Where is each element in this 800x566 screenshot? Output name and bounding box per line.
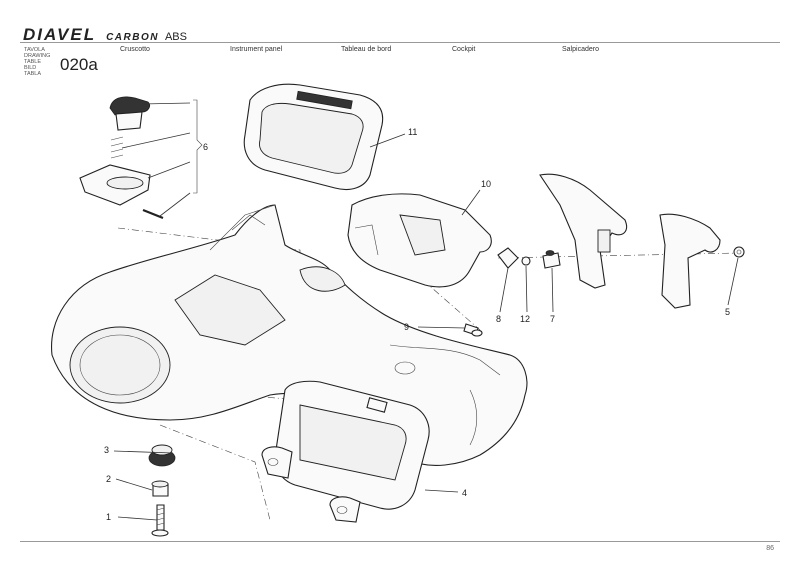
part-4-lower-cover — [261, 380, 430, 523]
callout-1: 1 — [106, 512, 111, 522]
callout-3: 3 — [104, 445, 109, 455]
side-brackets — [539, 173, 745, 309]
table-code: 020a — [60, 55, 98, 74]
table-label: TAVOLA — [24, 47, 45, 53]
callout-12: 12 — [520, 314, 530, 324]
part-11-display-cover — [243, 83, 384, 191]
table-label: TABLA — [24, 71, 42, 77]
header-rule — [20, 42, 780, 43]
parts-7-8-12-hardware — [497, 247, 561, 269]
instrument-support-frame — [50, 204, 528, 466]
table-label-list: TAVOLA DRAWING TABLE BILD TABLA — [24, 47, 50, 77]
table-label: TABLE — [24, 59, 42, 65]
footer-rule — [20, 541, 780, 542]
table-label: BILD — [24, 65, 37, 71]
brand-title: DIAVEL CARBON ABS — [23, 25, 187, 45]
table-label: DRAWING — [24, 53, 51, 59]
callout-8: 8 — [496, 314, 501, 324]
callout-6: 6 — [203, 142, 208, 152]
callout-4: 4 — [462, 488, 467, 498]
page-number: 86 — [766, 545, 774, 552]
model-name: DIAVEL — [23, 25, 97, 44]
part-6-cap-assembly — [79, 96, 203, 220]
callout-numbers: 1 2 3 4 5 6 7 8 9 10 11 12 — [104, 127, 730, 522]
title-es: Salpicadero — [562, 46, 599, 53]
model-variant: CARBON — [106, 32, 159, 43]
callout-7: 7 — [550, 314, 555, 324]
part-10-instrument-housing — [347, 193, 492, 288]
title-en: Instrument panel — [230, 46, 283, 53]
leader-lines — [113, 102, 739, 521]
model-abs: ABS — [164, 31, 187, 43]
parts-1-2-3-fasteners — [148, 444, 176, 537]
callout-11: 11 — [408, 127, 417, 137]
title-fr: Tableau de bord — [341, 46, 392, 53]
title-de: Cockpit — [452, 46, 476, 53]
title-it: Cruscotto — [120, 46, 150, 53]
callout-2: 2 — [106, 474, 111, 484]
callout-10: 10 — [481, 179, 491, 189]
callout-5: 5 — [725, 307, 730, 317]
part-9-screw — [463, 323, 483, 337]
callout-9: 9 — [404, 322, 409, 332]
